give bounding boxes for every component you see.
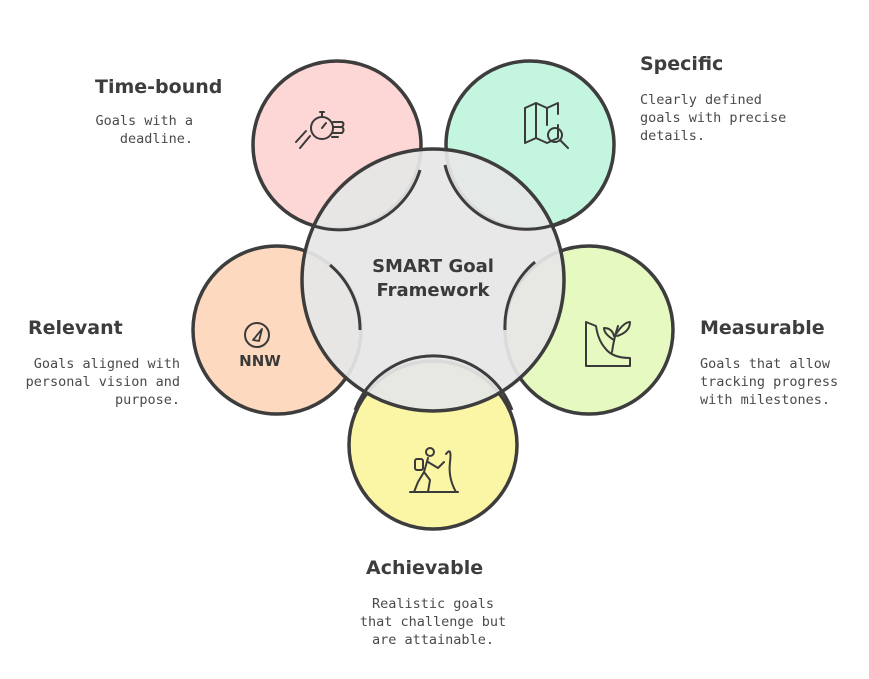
center-title-line-2: Framework: [376, 280, 490, 301]
achievable-title: Achievable: [366, 557, 484, 579]
map-search-icon: [524, 102, 569, 149]
specific-title: Specific: [640, 53, 724, 75]
relevant-title: Relevant: [28, 317, 123, 339]
measurable-title: Measurable: [700, 317, 825, 339]
timebound-description: Goals with a deadline.: [95, 113, 193, 147]
achievable-description: Realistic goals that challenge but are a…: [359, 596, 507, 648]
center-circle: [300, 147, 566, 413]
compass-direction-label: NNW: [239, 352, 281, 370]
plant-growth-icon: [585, 321, 631, 367]
center-title: SMART Goal Framework: [330, 255, 536, 303]
specific-description: Clearly defined goals with precise detai…: [640, 92, 787, 144]
climber-icon: [409, 447, 459, 493]
stopwatch-hand-icon: [295, 111, 345, 149]
relevant-description: Goals aligned with personal vision and p…: [25, 356, 180, 408]
measurable-description: Goals that allow tracking progress with …: [700, 356, 839, 408]
timebound-title: Time-bound: [95, 76, 223, 98]
compass-icon: NNW: [239, 322, 281, 370]
center-title-line-1: SMART Goal: [372, 256, 494, 277]
